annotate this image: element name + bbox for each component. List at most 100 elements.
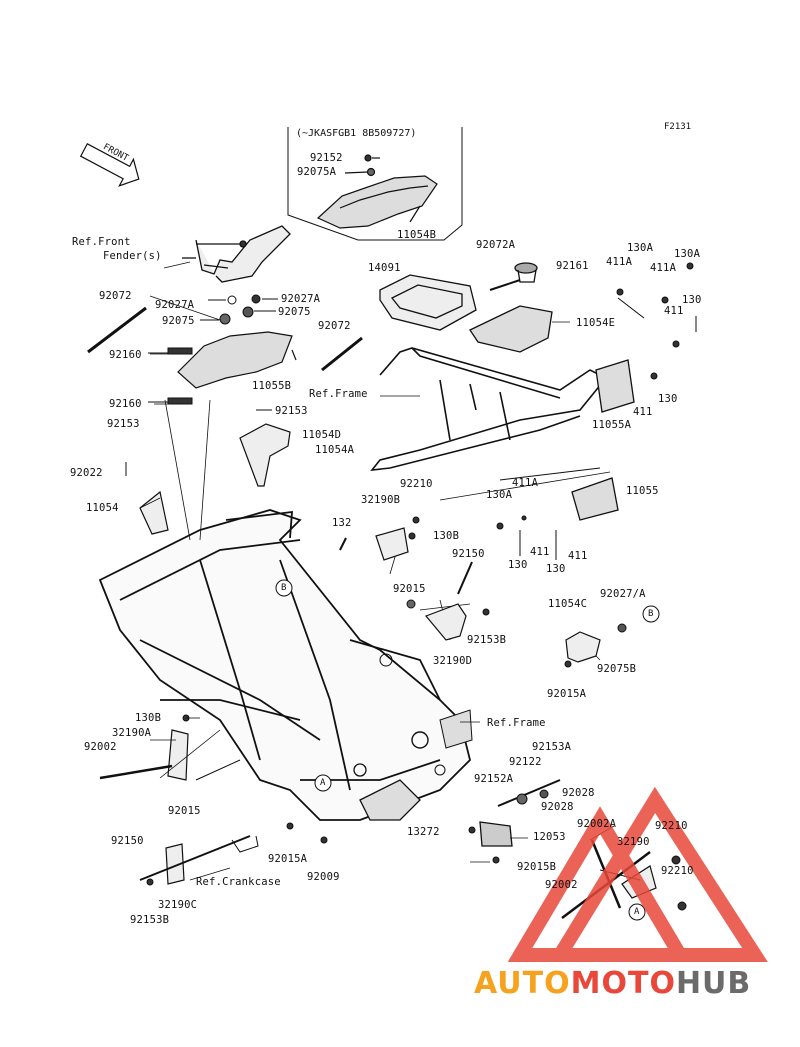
part-label: 411 (530, 546, 550, 558)
part-label: 11054D (302, 429, 342, 441)
part-label: 92009 (307, 871, 340, 883)
part-label: 92072 (318, 320, 351, 332)
part-label: 92015 (393, 583, 426, 595)
watermark-triangle-logo (507, 786, 768, 962)
part-label: 411 (568, 550, 588, 562)
part-label: 32190 (617, 836, 650, 848)
main-frame (98, 509, 471, 821)
front-direction-arrow-icon (79, 143, 140, 187)
part-label: 11054B (397, 229, 437, 241)
part-label: 92152 (310, 152, 343, 164)
part-label: 92122 (509, 756, 542, 768)
watermark-text: AUTOMOTOHUB (474, 966, 751, 1001)
part-label: 92210 (400, 478, 433, 490)
fender-bracket (182, 225, 291, 283)
part-label: 11054 (86, 502, 119, 514)
skid-plate-11055B (177, 331, 297, 389)
part-label: 12053 (533, 831, 566, 843)
part-label: 411 (664, 305, 684, 317)
callout-letter: B (281, 583, 287, 593)
part-label: 411A (606, 256, 633, 268)
part-label: 92075A (297, 166, 337, 178)
part-label: 14091 (368, 262, 401, 274)
part-label: 130A (486, 489, 513, 501)
part-label: 92002 (545, 879, 578, 891)
part-label: 92150 (111, 835, 144, 847)
inset-title: (~JKASFGB1 8B509727) (296, 128, 417, 139)
part-label: 411A (512, 477, 539, 489)
part-label: 92028 (562, 787, 595, 799)
callout-A-circle (628, 903, 646, 921)
ref-label: Ref.Frame (309, 388, 368, 400)
part-label: 92022 (70, 467, 103, 479)
bracket-11055A (595, 359, 635, 413)
part-label: 92210 (655, 820, 688, 832)
part-label: 92015 (168, 805, 201, 817)
part-label: 130B (135, 712, 162, 724)
part-label: 92072 (99, 290, 132, 302)
part-label: 92160 (109, 398, 142, 410)
part-label: 32190A (112, 727, 152, 739)
watermark-part-moto: MOTO (570, 966, 676, 1001)
hardware-right (616, 262, 697, 380)
callout-A-circle (314, 774, 332, 792)
collar-12053 (479, 821, 513, 847)
part-label: 92002A (577, 818, 617, 830)
part-label: 130A (674, 248, 701, 260)
callout-letter: A (634, 907, 640, 917)
tray-11054E (469, 262, 553, 353)
part-label: 92028 (541, 801, 574, 813)
watermark-part-auto: AUTO (474, 966, 571, 1001)
cover-14091 (379, 274, 477, 331)
ref-label: Ref.Crankcase (196, 876, 281, 888)
part-label: 92153 (107, 418, 140, 430)
part-label: 92015A (547, 688, 587, 700)
part-label: 92075 (278, 306, 311, 318)
part-label: 11055 (626, 485, 659, 497)
part-label: 92152A (474, 773, 514, 785)
part-label: 92160 (109, 349, 142, 361)
part-label: 32190D (433, 655, 473, 667)
part-label: 92027A (155, 299, 195, 311)
part-label: 411A (650, 262, 677, 274)
part-label: 11055B (252, 380, 292, 392)
part-label: 92153B (467, 634, 507, 646)
bracket-11054D (239, 423, 291, 487)
part-label: 11054A (315, 444, 355, 456)
part-label: 32190C (158, 899, 198, 911)
leader-lines (139, 261, 615, 881)
callout-B-circle (642, 605, 660, 623)
figure-code: F2131 (664, 122, 692, 132)
part-label: 411 (633, 406, 653, 418)
callout-B-circle (275, 579, 293, 597)
part-label: 11055A (592, 419, 632, 431)
part-label: 92027/A (600, 588, 646, 600)
part-label: 92153B (130, 914, 170, 926)
part-label: 32190B (361, 494, 401, 506)
part-label: 130 (682, 294, 702, 306)
part-label: 130B (433, 530, 460, 542)
watermark-part-hub: HUB (675, 966, 752, 1001)
inset-border (287, 127, 463, 241)
bracket-11054 (139, 490, 169, 535)
part-label: 13272 (407, 826, 440, 838)
part-label: 92027A (281, 293, 321, 305)
part-label: 92150 (452, 548, 485, 560)
part-label: 92002 (84, 741, 117, 753)
part-label: 92075B (597, 663, 637, 675)
bracket-11055 (571, 477, 619, 521)
callout-letter: A (320, 778, 326, 788)
ref-label: Ref.Frame (487, 717, 546, 729)
part-label: 132 (332, 517, 352, 529)
callout-letter: B (648, 609, 654, 619)
part-label: 92072A (476, 239, 516, 251)
ref-label: Ref.Front (72, 236, 131, 248)
part-label: 92075 (162, 315, 195, 327)
part-label: 92153 (275, 405, 308, 417)
part-label: 92015A (268, 853, 308, 865)
part-label: 92153A (532, 741, 572, 753)
part-label: 11054C (548, 598, 588, 610)
skid-plate-11054B (316, 154, 438, 229)
